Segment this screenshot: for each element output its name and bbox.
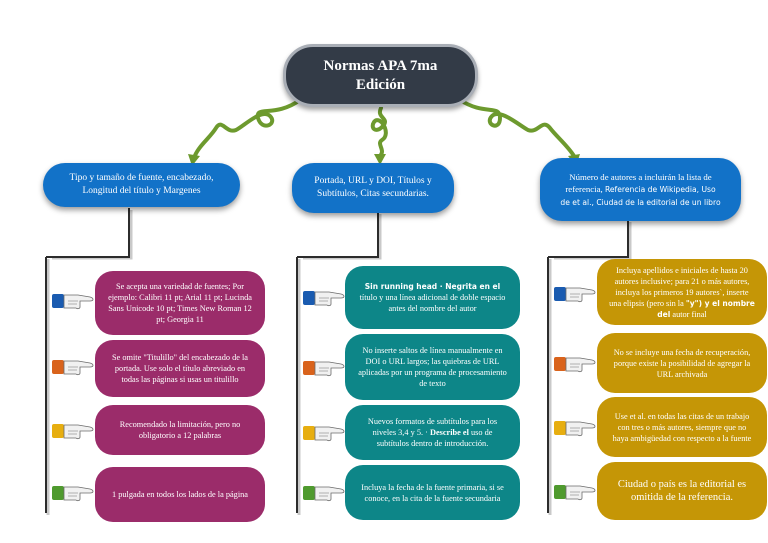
category-box-formato: Tipo y tamaño de fuente, encabezado, Lon… [43, 163, 240, 207]
note-subtitulos-text: Nuevos formatos de subtítulos para los n… [367, 417, 498, 437]
pointing-hand-icon [303, 361, 345, 377]
category-text-formato: Tipo y tamaño de fuente, encabezado, Lon… [69, 173, 214, 196]
note-doi-url-text: No inserte saltos de línea manualmente e… [358, 346, 507, 388]
note-autores-highlight: "y") y el nombre del [657, 298, 755, 319]
note-limitacion-text: Recomendado la limitación, pero no oblig… [119, 420, 241, 440]
pointing-hand-icon [52, 294, 94, 310]
pointing-hand-icon [52, 360, 94, 376]
vine-right-icon [458, 98, 576, 158]
note-limitacion: Recomendado la limitación, pero no oblig… [95, 405, 265, 455]
note-margenes: 1 pulgada en todos los lados de la págin… [95, 467, 265, 522]
pointing-hand-icon [554, 357, 596, 373]
category-text-portada: Portada, URL y DOI, Títulos y Subtítulos… [314, 176, 432, 199]
note-running-head-text: título y una línea adicional de doble es… [359, 293, 506, 313]
pointing-hand-icon [554, 287, 596, 303]
pointing-hand-icon [303, 486, 345, 502]
note-fuente-secundaria: Incluya la fecha de la fuente primaria, … [345, 465, 520, 520]
vine-arrow-center-icon [374, 154, 386, 165]
category-text-referencias-sans: Referencia de Wikipedia, Uso de et al., … [560, 184, 721, 207]
note-titulillo: Se omite "Titulillo" del encabezado de l… [95, 340, 265, 397]
category-box-referencias: Número de autores a incluirán la lista d… [540, 158, 741, 221]
note-ciudad-editorial: Ciudad o país es la editorial es omitida… [597, 462, 767, 520]
note-margenes-text: 1 pulgada en todos los lados de la págin… [112, 490, 248, 499]
note-fuente-secundaria-text: Incluya la fecha de la fuente primaria, … [361, 482, 504, 503]
pointing-hand-icon [554, 485, 596, 501]
note-subtitulos: Nuevos formatos de subtítulos para los n… [345, 405, 520, 460]
note-fecha-recuperacion-text: No se incluye una fecha de recuperación,… [613, 347, 751, 379]
category-box-portada: Portada, URL y DOI, Títulos y Subtítulos… [292, 163, 454, 213]
note-fecha-recuperacion: No se incluye una fecha de recuperación,… [597, 333, 767, 393]
note-ciudad-editorial-text: Ciudad o país es la editorial es omitida… [617, 479, 747, 503]
note-titulillo-text: Se omite "Titulillo" del encabezado de l… [112, 353, 248, 384]
pointing-hand-icon [303, 426, 345, 442]
vine-left-icon [192, 98, 302, 160]
note-et-al: Use et al. en todas las citas de un trab… [597, 397, 767, 457]
note-subtitulos-text-end: uso de subtítulos dentro de introducción… [376, 428, 493, 448]
note-autores: Incluya apellidos e iniciales de hasta 2… [597, 259, 767, 325]
note-running-head: Sin running head · Negrita en el título … [345, 266, 520, 329]
note-fuentes-text: Se acepta una variedad de fuentes; Por e… [108, 282, 252, 324]
category-text-referencias: Número de autores a incluirán la lista d… [565, 171, 712, 194]
title-line-1: Normas APA 7ma [323, 57, 438, 74]
title-line-2: Edición [355, 76, 406, 93]
note-autores-text: Incluya apellidos e iniciales de hasta 2… [609, 265, 750, 308]
vine-center-icon [370, 106, 388, 158]
note-fuentes: Se acepta una variedad de fuentes; Por e… [95, 271, 265, 335]
pointing-hand-icon [52, 424, 94, 440]
pointing-hand-icon [303, 291, 345, 307]
note-running-head-highlight: Sin running head · Negrita en el [364, 282, 501, 291]
note-subtitulos-bold: Describe el [429, 428, 469, 437]
note-et-al-text: Use et al. en todas las citas de un trab… [612, 411, 752, 443]
pointing-hand-icon [554, 421, 596, 437]
note-doi-url: No inserte saltos de línea manualmente e… [345, 334, 520, 400]
pointing-hand-icon [52, 486, 94, 502]
note-autores-text-end: autor final [670, 309, 707, 319]
